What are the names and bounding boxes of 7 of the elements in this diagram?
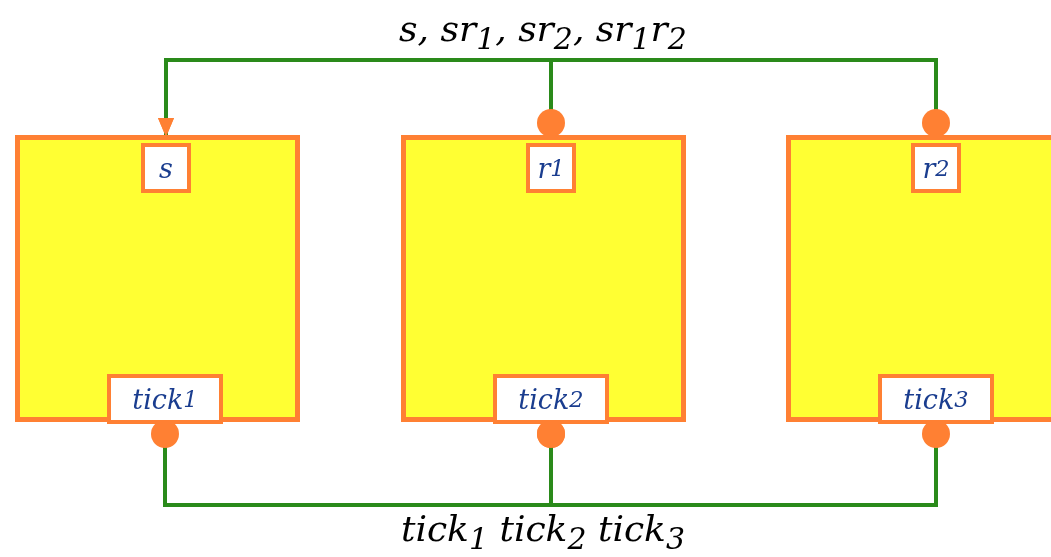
- component-box: [401, 135, 686, 422]
- connector-line: [158, 58, 950, 137]
- signal-label: s, sr$_{1}$, sr$_{2}$, sr$_{1}$r$_{2}$: [399, 8, 687, 57]
- component-box: [786, 135, 1051, 422]
- component-box: [15, 135, 300, 422]
- signal-label: tick$_{1}$ tick$_{2}$ tick$_{3}$: [400, 508, 686, 557]
- port-label: s: [141, 143, 191, 193]
